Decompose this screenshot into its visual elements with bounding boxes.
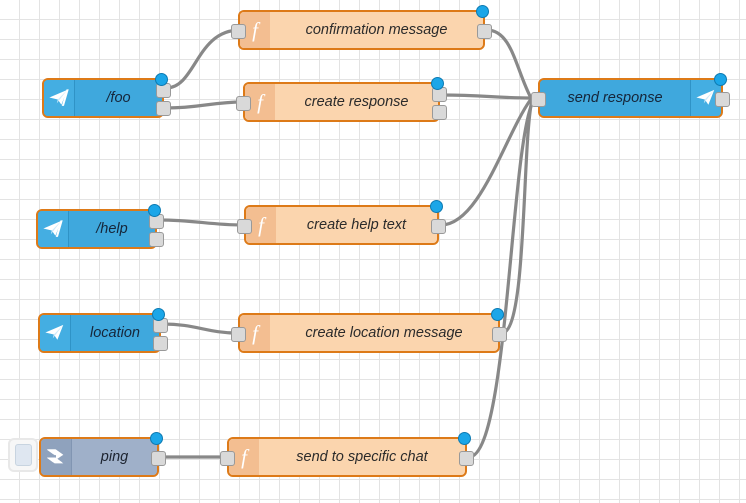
node-input-port[interactable] [231, 23, 246, 39]
node-output-port-2[interactable] [156, 101, 171, 116]
node-body: location [40, 315, 159, 351]
node-create-location-message[interactable]: f create location message [231, 308, 507, 353]
svg-text:f: f [252, 321, 261, 345]
node-label: send to specific chat [296, 449, 428, 465]
svg-text:f: f [258, 213, 267, 237]
ping-inject-button[interactable] [8, 438, 38, 472]
node-body: f create help text [246, 207, 437, 243]
telegram-plane-icon [40, 315, 71, 351]
node-output-port-2[interactable] [153, 336, 168, 351]
svg-text:f: f [241, 445, 250, 469]
node-label: send response [567, 90, 663, 106]
inject-button-inner [14, 444, 32, 466]
node-body: send response [540, 80, 721, 116]
node-label: ping [100, 449, 129, 465]
node-status-dot [458, 432, 471, 445]
node-status-dot [476, 5, 489, 18]
node-output-port-1[interactable] [151, 450, 166, 466]
wire[interactable] [467, 99, 535, 459]
wire[interactable] [439, 97, 533, 227]
node-body: /help [38, 211, 155, 247]
node-input-port[interactable] [236, 95, 251, 111]
node-ping[interactable]: ping [39, 432, 166, 477]
wire[interactable] [440, 93, 533, 100]
node-output-port-1[interactable] [715, 91, 730, 107]
node-body: ping [41, 439, 157, 475]
node-label: create location message [305, 325, 463, 341]
node-status-dot [150, 432, 163, 445]
node-foo[interactable]: /foo [42, 73, 171, 118]
node-label: location [90, 325, 140, 341]
node-label: /help [96, 221, 128, 237]
node-send-to-specific-chat[interactable]: f send to specific chat [220, 432, 474, 477]
node-output-port-1[interactable] [492, 326, 507, 342]
node-status-dot [148, 204, 161, 217]
node-body: /foo [44, 80, 162, 116]
telegram-command-icon [44, 80, 75, 116]
node-status-dot [714, 73, 727, 86]
svg-text:f: f [252, 18, 261, 42]
wire[interactable] [485, 28, 533, 100]
node-label: /foo [106, 90, 131, 106]
wire[interactable] [164, 28, 242, 90]
wire[interactable] [500, 98, 534, 335]
node-label: create help text [306, 217, 407, 233]
svg-text:f: f [257, 90, 266, 114]
node-status-dot [431, 77, 444, 90]
wire[interactable] [157, 218, 245, 227]
node-body: f confirmation message [240, 12, 483, 48]
node-create-help-text[interactable]: f create help text [237, 200, 446, 245]
node-status-dot [430, 200, 443, 213]
inject-arrow-icon [41, 439, 72, 475]
node-output-port-1[interactable] [477, 23, 492, 39]
node-output-port-1[interactable] [431, 218, 446, 234]
node-confirmation-message[interactable]: f confirmation message [231, 5, 492, 50]
wire[interactable] [164, 100, 245, 110]
node-help[interactable]: /help [36, 204, 164, 249]
node-input-port[interactable] [237, 218, 252, 234]
node-input-port[interactable] [531, 91, 546, 107]
wire[interactable] [161, 322, 239, 335]
node-label: confirmation message [305, 22, 448, 38]
node-input-port[interactable] [220, 450, 235, 466]
node-location[interactable]: location [38, 308, 168, 353]
telegram-command-icon [38, 211, 69, 247]
node-status-dot [152, 308, 165, 321]
node-output-port-2[interactable] [432, 105, 447, 120]
node-status-dot [155, 73, 168, 86]
node-create-response[interactable]: f create response [236, 77, 447, 122]
node-output-port-2[interactable] [149, 232, 164, 247]
node-send-response[interactable]: send response [531, 73, 730, 118]
node-body: f create response [245, 84, 438, 120]
node-status-dot [491, 308, 504, 321]
node-output-port-1[interactable] [459, 450, 474, 466]
node-body: f create location message [240, 315, 498, 351]
node-label: create response [304, 94, 409, 110]
node-input-port[interactable] [231, 326, 246, 342]
node-body: f send to specific chat [229, 439, 465, 475]
